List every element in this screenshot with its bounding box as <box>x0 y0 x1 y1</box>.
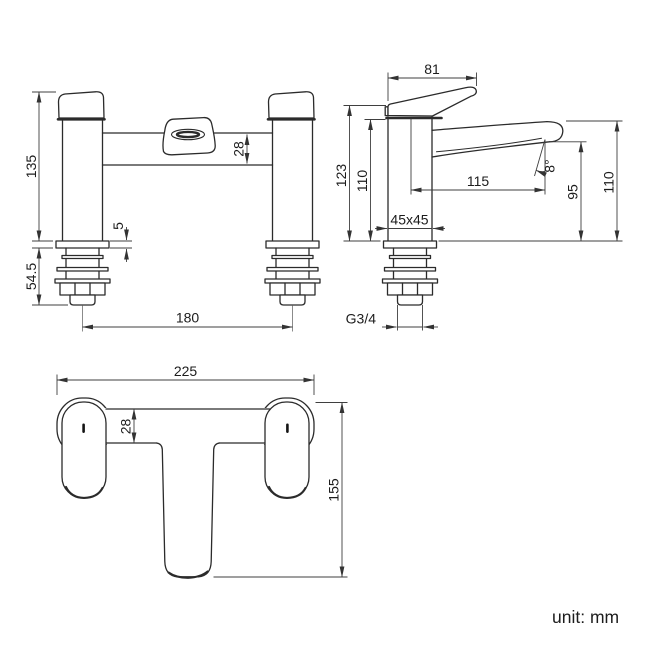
dim-side-spout-angle: 8° <box>534 139 558 177</box>
dim-plan-overall-width: 225 <box>56 363 315 395</box>
right-handle-plan <box>264 401 310 499</box>
lever-handle <box>384 86 477 117</box>
left-handle-plan <box>61 401 107 499</box>
left-pillar <box>56 90 106 243</box>
dim-label-110-right: 110 <box>601 171 617 194</box>
dim-side-spout-reach: 115 <box>410 118 546 195</box>
spout <box>431 120 564 158</box>
dim-label-28-front: 28 <box>231 141 247 157</box>
dim-label-180: 180 <box>176 310 200 326</box>
dim-plan-overall-depth: 155 <box>213 402 348 578</box>
dim-front-bar-height: 28 <box>231 134 250 164</box>
dim-front-plate-thickness: 5 <box>110 222 132 262</box>
dim-label-81: 81 <box>424 61 440 77</box>
dim-label-45x45: 45x45 <box>390 212 428 228</box>
dim-side-handle-reach: 81 <box>387 61 477 101</box>
dim-label-123: 123 <box>333 164 349 188</box>
dim-side-thread-size: G3/4 <box>346 305 438 331</box>
spout-plan <box>155 442 221 579</box>
dim-label-225: 225 <box>174 363 198 379</box>
unit-label: unit: mm <box>552 607 619 627</box>
dim-front-thread-length: 54.5 <box>23 247 68 306</box>
dim-side-outlet-height: 95 <box>546 141 587 242</box>
cross-bar <box>101 132 274 166</box>
right-handle-slot <box>286 423 289 433</box>
plan-view: 225 28 155 <box>56 363 348 579</box>
dim-side-body-section: 45x45 <box>375 212 445 231</box>
dim-side-body-height: 110 <box>354 119 386 242</box>
dim-label-115: 115 <box>467 173 490 189</box>
dim-label-8deg: 8° <box>542 159 558 172</box>
diverter-knob <box>162 116 216 156</box>
dim-plan-bar-depth: 28 <box>118 408 137 444</box>
front-view: 135 5 54.5 28 180 <box>23 90 321 332</box>
dim-label-155: 155 <box>326 478 342 502</box>
dim-label-g34: G3/4 <box>346 311 377 327</box>
dim-label-95: 95 <box>565 184 581 200</box>
dim-side-overall-height: 123 <box>333 105 386 242</box>
dim-label-5: 5 <box>110 222 126 230</box>
dim-front-inlet-centres: 180 <box>82 310 293 330</box>
right-pillar <box>266 90 316 243</box>
right-inlet-thread <box>264 240 321 306</box>
dim-label-28-plan: 28 <box>118 419 134 435</box>
left-inlet-thread <box>54 240 111 306</box>
dim-label-54-5: 54.5 <box>23 263 39 290</box>
dim-side-spout-height: 110 <box>438 120 623 242</box>
dim-front-body-height: 135 <box>23 91 56 242</box>
side-view: 81 123 110 115 8° <box>333 61 623 331</box>
dim-label-110-left: 110 <box>354 170 370 193</box>
dim-label-135: 135 <box>23 155 39 179</box>
valve-body <box>385 116 443 242</box>
left-handle-slot <box>82 423 85 433</box>
side-inlet-thread <box>381 240 439 306</box>
